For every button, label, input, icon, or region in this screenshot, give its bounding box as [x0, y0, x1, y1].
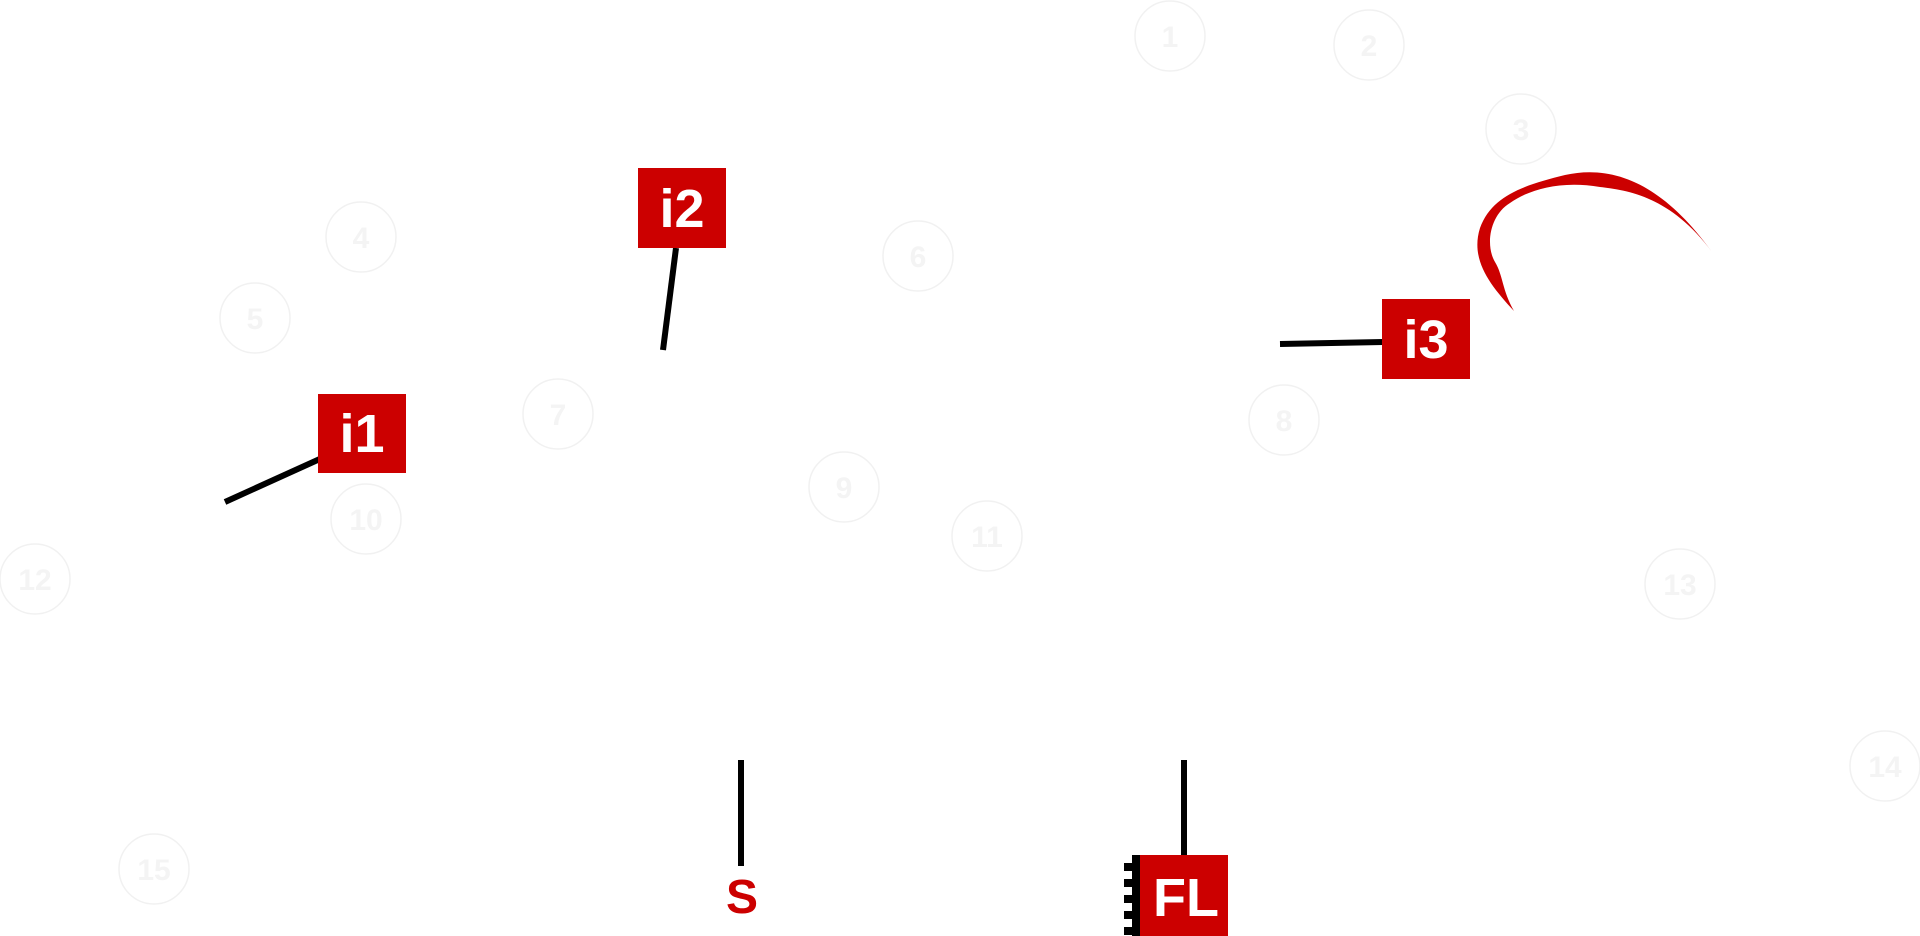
turn-badge: 1: [1134, 0, 1206, 72]
turn-badge-label: 6: [910, 241, 927, 274]
turn-badge-label: 2: [1361, 30, 1378, 63]
intermediate-marker-i2: i2: [638, 168, 726, 351]
turn-badge: 4: [325, 201, 397, 273]
turn-badge-label: 12: [18, 564, 51, 597]
marker-label: i3: [1403, 310, 1448, 370]
turn-badge: 5: [219, 282, 291, 354]
turn-badge-label: 1: [1162, 21, 1179, 54]
turn-badge: 7: [522, 378, 594, 450]
turn-badge: 2: [1333, 9, 1405, 81]
turn-badge: 12: [0, 543, 71, 615]
turn-badge-label: 11: [971, 521, 1003, 554]
turn-badge-label: 13: [1663, 569, 1696, 602]
turn-badge-label: 7: [550, 399, 567, 432]
turn-badge: 10: [330, 483, 402, 555]
checkered-flag-icon: [1124, 855, 1140, 936]
intermediate-marker-i3: i3: [1279, 299, 1470, 379]
turn-badge-label: 5: [247, 303, 264, 336]
sector-line: [223, 455, 324, 505]
turn-badge: 16: [1290, 37, 1292, 39]
start-label: S: [726, 871, 758, 924]
marker-label: i1: [339, 404, 384, 464]
turn-badge: 3: [1485, 93, 1557, 165]
turn-badge: 9: [808, 451, 880, 523]
turn-badge-label: 10: [349, 504, 382, 537]
accent-curve: [1477, 172, 1712, 311]
marker-box: [1140, 855, 1228, 936]
turn-badge: 8: [1248, 384, 1320, 456]
intermediate-marker-i1: i1: [223, 394, 406, 505]
turn-badge: 15: [118, 833, 190, 905]
turn-badge-label: 8: [1276, 405, 1293, 438]
marker-box: [638, 168, 726, 248]
finish-label: FL: [1153, 868, 1219, 928]
turn-badge: 13: [1644, 548, 1716, 620]
finish-marker: FL: [1124, 760, 1228, 936]
turn-badge-label: 15: [137, 854, 170, 887]
marker-box: [318, 394, 406, 473]
turn-badge: 14: [1849, 730, 1920, 802]
turn-badge-label: 14: [1868, 751, 1902, 784]
turn-badge: 11: [951, 500, 1023, 572]
marker-label: i2: [659, 179, 704, 239]
turn-badge-label: 16: [1290, 37, 1292, 39]
turn-badge: 6: [882, 220, 954, 292]
sector-line: [660, 247, 679, 351]
turn-badge-label: 3: [1513, 114, 1530, 147]
marker-box: [1382, 299, 1470, 379]
turn-badge-label: 4: [353, 222, 370, 255]
turn-badges: 1 2 3 4 5 6 7 8 9 10 11 12 13 14 15 16: [0, 0, 1920, 905]
turn-badge-label: 9: [836, 472, 853, 505]
sector-line: [1279, 339, 1384, 347]
start-marker: S: [726, 760, 758, 924]
